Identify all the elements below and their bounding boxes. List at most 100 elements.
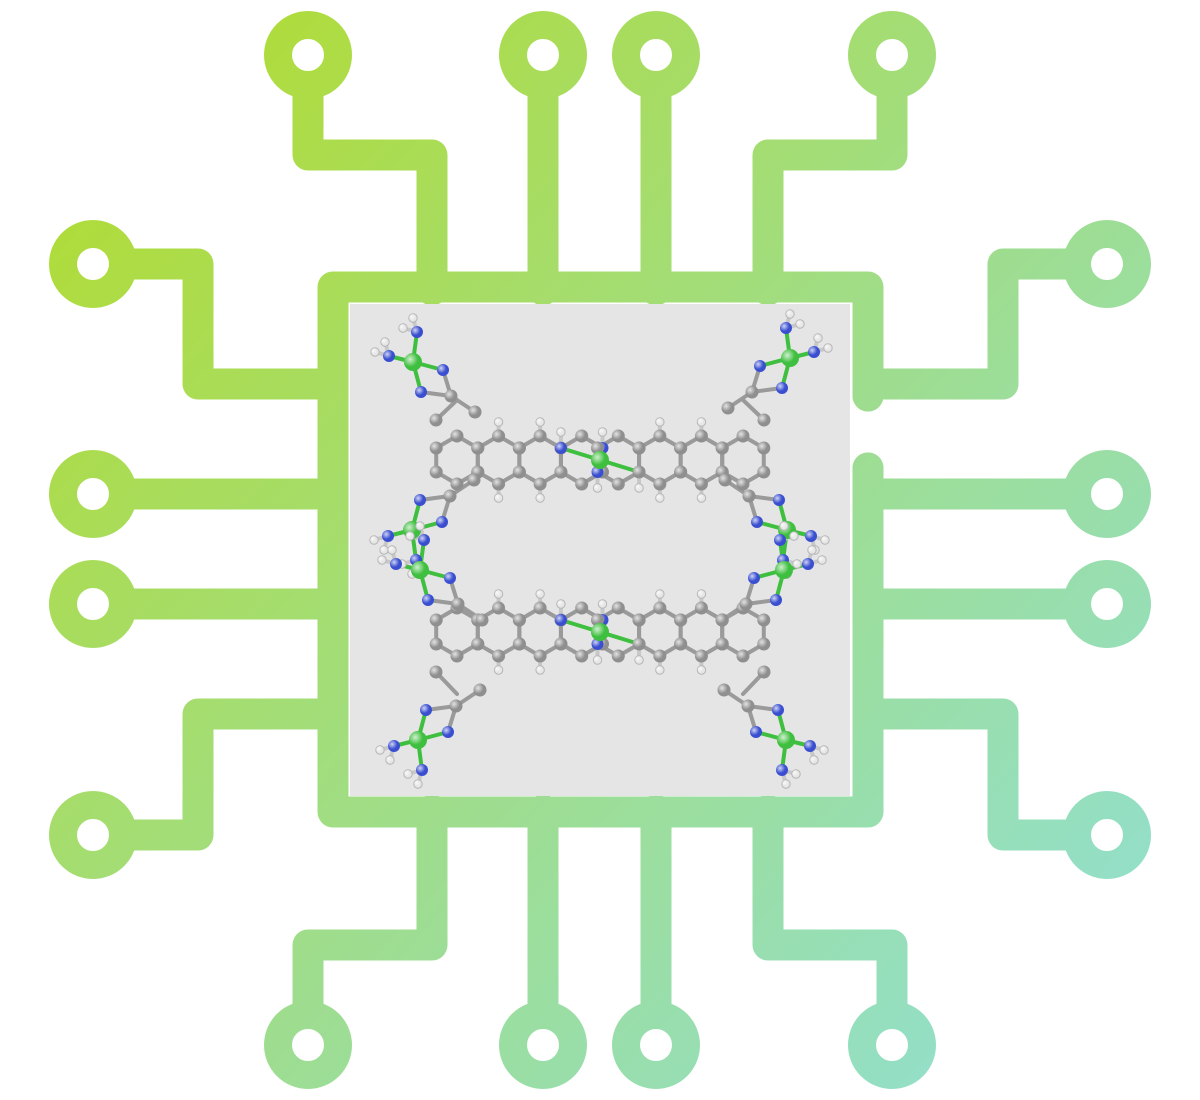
trace-bottom-1: [292, 794, 448, 1061]
metal-atom-highlight: [777, 731, 795, 749]
hydrogen-atom-highlight: [813, 333, 823, 343]
hydrogen-atom-highlight: [655, 589, 665, 599]
carbon-atom-highlight: [492, 649, 506, 663]
carbon-atom-highlight: [632, 613, 646, 627]
carbon-atom-highlight: [575, 601, 589, 615]
metal-atom-highlight: [411, 561, 429, 579]
nitrogen-atom-highlight: [390, 558, 402, 570]
carbon-atom-highlight: [429, 665, 443, 679]
hydrogen-atom-highlight: [535, 417, 545, 427]
carbon-atom-highlight: [575, 477, 589, 491]
carbon-atom-highlight: [512, 637, 526, 651]
carbon-atom-highlight: [653, 477, 667, 491]
carbon-atom-highlight: [674, 613, 688, 627]
molecule-atoms: [369, 309, 833, 789]
pad-left-2: [49, 450, 137, 538]
pad-top-2: [499, 11, 587, 99]
carbon-atom-highlight: [736, 477, 750, 491]
carbon-atom-highlight: [632, 637, 646, 651]
carbon-atom-highlight: [742, 489, 756, 503]
pad-left-4: [49, 791, 137, 879]
pad-top-1: [264, 11, 352, 99]
chip-core: [350, 304, 850, 796]
metal-atom-highlight: [591, 623, 609, 641]
nitrogen-atom-highlight: [805, 530, 817, 542]
hydrogen-atom-highlight: [593, 655, 602, 665]
hydrogen-atom-highlight: [792, 559, 802, 569]
hydrogen-atom-highlight: [823, 343, 833, 353]
carbon-atom-highlight: [468, 405, 482, 419]
carbon-atom-highlight: [674, 441, 688, 455]
carbon-atom-highlight: [533, 477, 547, 491]
nitrogen-atom-highlight: [808, 346, 820, 358]
hydrogen-atom-highlight: [413, 779, 423, 789]
hydrogen-atom-highlight: [380, 337, 390, 347]
pad-bottom-2: [499, 1001, 587, 1089]
nitrogen-atom-highlight: [773, 494, 785, 506]
pad-right-3: [1063, 560, 1151, 648]
nitrogen-atom-highlight: [415, 386, 427, 398]
hydrogen-atom-highlight: [379, 545, 389, 555]
pad-right-1: [1063, 220, 1151, 308]
hydrogen-atom-highlight: [535, 665, 545, 675]
pad-top-3: [612, 11, 700, 99]
carbon-atom-highlight: [757, 465, 771, 479]
trace-top-4: [752, 39, 908, 306]
hydrogen-atom-highlight: [634, 483, 644, 493]
carbon-atom-highlight: [757, 613, 771, 627]
nitrogen-atom-highlight: [804, 740, 816, 752]
hydrogen-atom-highlight: [494, 417, 503, 427]
carbon-atom-highlight: [429, 413, 443, 427]
carbon-atom-highlight: [653, 649, 667, 663]
carbon-atom-highlight: [471, 637, 485, 651]
hydrogen-atom-highlight: [789, 531, 799, 541]
hydrogen-atom-highlight: [781, 779, 791, 789]
pad-left-1: [49, 220, 137, 308]
metal-atom-highlight: [591, 451, 609, 469]
pad-bottom-3: [612, 1001, 700, 1089]
nitrogen-atom-highlight: [444, 572, 456, 584]
connector-pads: [49, 11, 1151, 1089]
carbon-atom-highlight: [757, 441, 771, 455]
carbon-atom-highlight: [694, 601, 708, 615]
hydrogen-atom-highlight: [819, 745, 829, 755]
pad-bottom-4: [848, 1001, 936, 1089]
hydrogen-atom-highlight: [598, 427, 607, 437]
carbon-atom-highlight: [757, 413, 771, 427]
carbon-atom-highlight: [512, 613, 526, 627]
carbon-atom-highlight: [694, 477, 708, 491]
nitrogen-atom-highlight: [411, 326, 423, 338]
nitrogen-atom-highlight: [750, 726, 762, 738]
carbon-atom-highlight: [429, 637, 443, 651]
hydrogen-atom-highlight: [385, 755, 395, 765]
carbon-atom-highlight: [653, 429, 667, 443]
carbon-atom-highlight: [632, 465, 646, 479]
carbon-atom-highlight: [611, 601, 625, 615]
hydrogen-atom-highlight: [697, 493, 706, 503]
hydrogen-atom-highlight: [398, 323, 408, 333]
carbon-atom-highlight: [533, 601, 547, 615]
carbon-atom-highlight: [739, 597, 753, 611]
carbon-atom-highlight: [575, 649, 589, 663]
nitrogen-atom-highlight: [770, 594, 782, 606]
chip-border: [317, 271, 884, 828]
trace-bottom-4: [752, 794, 908, 1061]
carbon-atom-highlight: [611, 477, 625, 491]
carbon-atom-highlight: [429, 441, 443, 455]
hydrogen-atom-highlight: [791, 769, 801, 779]
carbon-atom-highlight: [745, 385, 759, 399]
nitrogen-atom-highlight: [780, 322, 792, 334]
carbon-atom-highlight: [554, 637, 568, 651]
carbon-atom-highlight: [715, 613, 729, 627]
carbon-atom-highlight: [632, 441, 646, 455]
hydrogen-atom-highlight: [697, 665, 706, 675]
nitrogen-atom-highlight: [382, 530, 394, 542]
carbon-atom-highlight: [715, 441, 729, 455]
carbon-atom-highlight: [429, 465, 443, 479]
nitrogen-atom-highlight: [416, 764, 428, 776]
hydrogen-atom-highlight: [820, 535, 830, 545]
carbon-atom-highlight: [443, 489, 457, 503]
carbon-atom-highlight: [575, 429, 589, 443]
carbon-atom-highlight: [757, 665, 771, 679]
